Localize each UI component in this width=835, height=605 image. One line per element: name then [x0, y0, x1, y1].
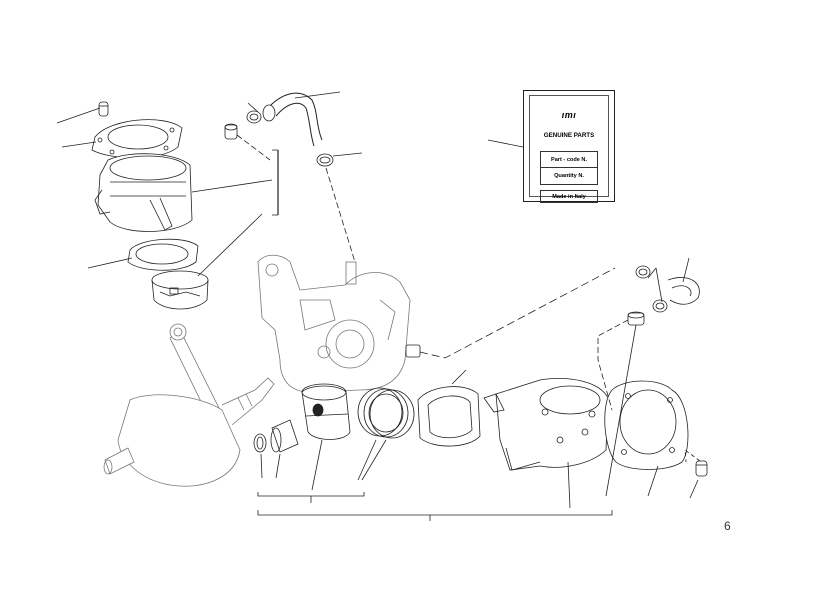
fitting-right [627, 311, 645, 326]
nipple-fitting [405, 344, 421, 358]
head-gasket-top [91, 119, 183, 159]
dowel-pin-top [98, 101, 109, 117]
cylinder-lower [483, 378, 609, 471]
cylinder-top [94, 153, 193, 232]
hose-right [667, 277, 700, 305]
piston-lower [301, 383, 351, 440]
hose-clamp-4 [652, 299, 668, 313]
circlip [253, 433, 267, 453]
part-code-field: Part - code N. [540, 151, 598, 168]
made-in-field: Made in Italy [540, 190, 598, 203]
crankshaft [103, 323, 275, 487]
label-frame: ıтı GENUINE PARTS Part - code N. Quantit… [529, 95, 609, 203]
piston-top [151, 270, 209, 310]
page-number: 6 [724, 519, 731, 533]
base-gasket-top [127, 238, 199, 271]
label-title: GENUINE PARTS [543, 132, 595, 139]
base-gasket-lower [417, 386, 481, 447]
crankcase [257, 254, 411, 393]
head-gasket-lower [604, 380, 689, 470]
fitting-top [224, 123, 238, 140]
hose-clamp-2 [316, 153, 334, 167]
hose-top [262, 92, 323, 147]
brand-logo: ıтı [561, 110, 577, 120]
quantity-field: Quantity N. [540, 168, 598, 185]
genuine-parts-label: ıтı GENUINE PARTS Part - code N. Quantit… [523, 90, 615, 203]
dowel-pin-lower [695, 460, 708, 477]
piston-rings [357, 387, 415, 439]
hose-clamp-1 [246, 110, 262, 124]
hose-clamp-3 [635, 265, 651, 279]
wrist-pin [270, 419, 299, 453]
